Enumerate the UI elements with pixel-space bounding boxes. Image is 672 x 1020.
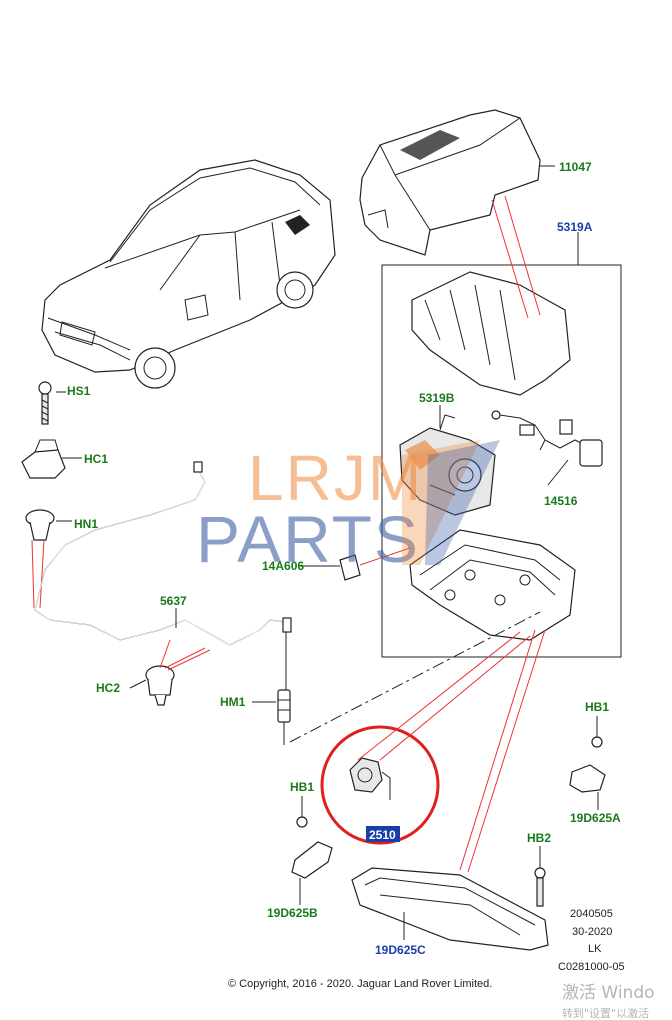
label-19D625C: 19D625C bbox=[375, 943, 426, 957]
part-HB2-bolt bbox=[534, 846, 546, 907]
label-5319A: 5319A bbox=[557, 220, 593, 234]
windows-activation-line2: 转到"设置"以激活 bbox=[562, 1006, 649, 1020]
label-HB2: HB2 bbox=[527, 831, 551, 845]
ref-line2: 30-2020 bbox=[572, 926, 612, 938]
watermark-line2: PARTS bbox=[196, 502, 420, 576]
copyright: © Copyright, 2016 - 2020. Jaguar Land Ro… bbox=[228, 978, 492, 990]
part-19D625B-bracket bbox=[291, 841, 333, 905]
label-2510-box bbox=[366, 826, 400, 842]
part-11047-cover bbox=[359, 109, 541, 256]
part-HB1-left bbox=[296, 796, 308, 828]
part-19D625A-bracket bbox=[569, 764, 606, 810]
ref-line3: LK bbox=[588, 943, 602, 955]
part-HM1-connector bbox=[277, 689, 291, 723]
part-5319A-inner-cover bbox=[411, 271, 571, 396]
label-5637: 5637 bbox=[160, 594, 187, 608]
label-HC1: HC1 bbox=[84, 452, 108, 466]
part-2510-valve bbox=[320, 631, 531, 845]
label-14516: 14516 bbox=[544, 494, 578, 508]
label-HS1: HS1 bbox=[67, 384, 91, 398]
part-HC2-clip bbox=[145, 665, 175, 706]
part-5637-pipe bbox=[34, 461, 292, 646]
label-HB1-left: HB1 bbox=[290, 780, 314, 794]
label-HM1: HM1 bbox=[220, 695, 246, 709]
part-HB1-right bbox=[591, 716, 603, 748]
part-HS1-bolt bbox=[38, 381, 52, 425]
vehicle-illustration bbox=[41, 159, 336, 389]
part-14516-harness bbox=[491, 410, 603, 467]
part-HC1-clip bbox=[21, 439, 66, 479]
label-HC2: HC2 bbox=[96, 681, 120, 695]
windows-activation-line1: 激活 Windo bbox=[562, 983, 655, 1003]
label-5319B: 5319B bbox=[419, 391, 455, 405]
label-19D625B: 19D625B bbox=[267, 906, 318, 920]
ref-line4: C0281000-05 bbox=[558, 961, 625, 973]
assembly-box-5319A bbox=[381, 264, 622, 658]
compressor-mounting-tray bbox=[409, 529, 576, 641]
part-HN1-nut bbox=[25, 509, 55, 541]
watermark-line1: LRJM bbox=[248, 442, 423, 514]
part-14A606-connector bbox=[318, 547, 411, 581]
centerline bbox=[289, 611, 541, 743]
label-19D625A: 19D625A bbox=[570, 811, 621, 825]
label-11047: 11047 bbox=[559, 160, 592, 174]
ref-line1: 2040505 bbox=[570, 908, 613, 920]
label-2510: 2510 bbox=[369, 828, 396, 842]
label-HN1: HN1 bbox=[74, 517, 98, 531]
label-14A606: 14A606 bbox=[262, 559, 304, 573]
part-19D625C-undertray bbox=[351, 867, 549, 951]
highlight-circle bbox=[320, 725, 440, 845]
part-5319B-compressor bbox=[399, 414, 496, 516]
label-HB1-right: HB1 bbox=[585, 700, 609, 714]
